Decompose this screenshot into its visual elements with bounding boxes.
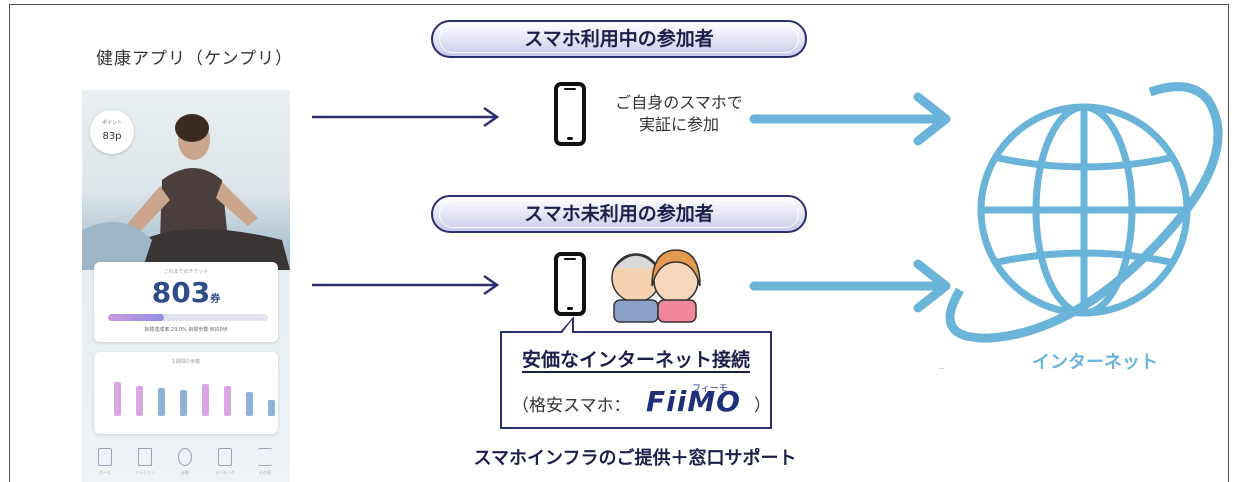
ticket-unit: 券: [210, 294, 221, 305]
weekly-bar-8: [268, 400, 275, 416]
ticket-card: これまでのチケット 803券 目標達成率 23.0% 目標歩数 8000歩: [94, 262, 278, 342]
tab-ranking-icon[interactable]: [218, 448, 232, 466]
weekly-bar-4: [180, 390, 187, 416]
app-screenshot: ポイント 83p これまでのチケット 803券 目標達成率 23.0% 目標歩数…: [82, 90, 290, 482]
tab-label-ranking: ランキング: [215, 470, 235, 475]
points-badge-value: 83p: [102, 131, 122, 142]
tab-mission-icon[interactable]: [138, 448, 152, 466]
weekly-steps-card: 1週間の歩数: [94, 352, 278, 434]
pill-without-phone-highlight: [439, 200, 799, 228]
bottom-caption: スマホインフラのご提供＋窓口サポート: [473, 448, 797, 469]
weekly-bar-6: [224, 386, 231, 416]
pill-without-phone-label: スマホ未利用の参加者: [524, 203, 714, 225]
fiimo-logo: FiiMO: [646, 385, 741, 418]
with-phone-note: ご自身のスマホで 実証に参加: [604, 92, 754, 136]
tab-label-home: ホーム: [99, 470, 111, 475]
pill-with-phone: スマホ利用中の参加者: [431, 20, 807, 58]
weekly-bar-2: [136, 386, 143, 416]
smartphone-icon-top: [554, 82, 586, 146]
weekly-bar-5: [202, 384, 209, 416]
woman-stretching-illustration: [82, 114, 290, 270]
smartphone-icon-bottom: [554, 252, 586, 316]
pill-with-phone-label: スマホ利用中の参加者: [524, 28, 714, 50]
callout-box: 安価なインターネット接続 （格安スマホ： フィーモ FiiMO ）: [500, 331, 772, 429]
tab-steps-icon[interactable]: [178, 448, 192, 466]
callout-title-text: 安価なインターネット接続: [521, 349, 750, 373]
callout-tail-inner: [562, 320, 572, 333]
ticket-progress-fill: [108, 314, 164, 321]
with-phone-note-line1: ご自身のスマホで: [615, 93, 743, 112]
points-badge-caption: ポイント: [101, 120, 122, 126]
tab-label-steps: 歩数: [181, 470, 189, 475]
internet-label: インターネット: [1032, 352, 1158, 373]
app-title: 健康アプリ（ケンプリ）: [96, 49, 293, 69]
weekly-bar-7: [246, 392, 253, 416]
callout-title: 安価なインターネット接続: [502, 345, 770, 373]
weekly-bar-1: [114, 382, 121, 416]
tab-home-icon[interactable]: [98, 448, 112, 466]
tab-label-other: その他: [259, 470, 271, 475]
callout-sub-close: ）: [754, 396, 771, 416]
diagram-frame: [9, 4, 1229, 482]
tab-menu-icon[interactable]: [258, 448, 272, 466]
weekly-bar-3: [158, 388, 165, 416]
ticket-progress-track: [108, 314, 268, 321]
ticket-caption: これまでのチケット: [163, 269, 209, 275]
tab-label-mission: ミッション: [135, 470, 155, 475]
app-tab-bar: ホーム ミッション 歩数 ランキング その他: [82, 442, 290, 482]
with-phone-note-line2: 実証に参加: [638, 115, 719, 134]
points-badge: ポイント 83p: [90, 110, 134, 154]
fiimo-ruby: フィーモ: [692, 384, 728, 394]
ticket-footer: 目標達成率 23.0% 目標歩数 8000歩: [144, 327, 228, 333]
callout-sub-open: （格安スマホ：: [512, 396, 631, 416]
pill-with-phone-highlight: [439, 25, 799, 53]
ticket-count: 803券: [94, 276, 278, 309]
weekly-steps-caption: 1週間の歩数: [171, 359, 201, 365]
ticket-count-value: 803: [151, 276, 211, 309]
stray-mark: ..: [939, 362, 945, 371]
pill-without-phone: スマホ未利用の参加者: [431, 195, 807, 233]
app-hero-photo: ポイント 83p: [82, 90, 290, 270]
